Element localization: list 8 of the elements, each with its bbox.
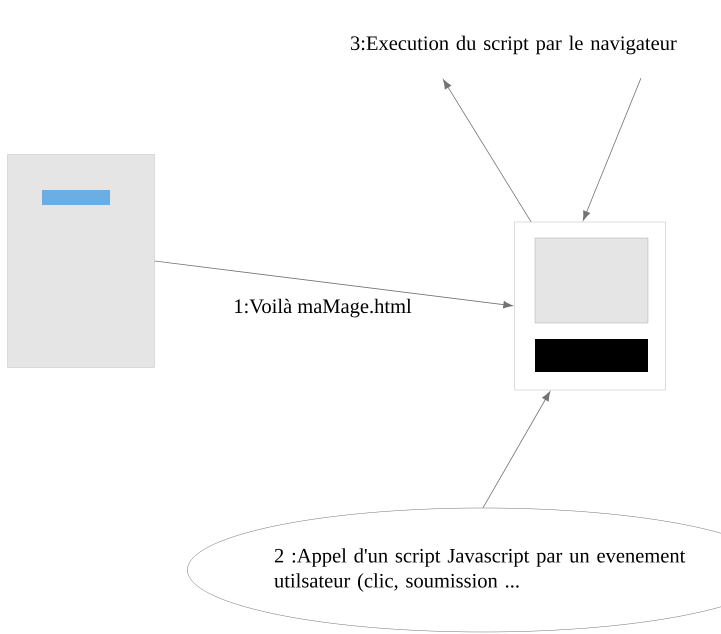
arrow	[154, 260, 514, 308]
step-text: 3:Execution du script par le navigateur	[351, 36, 677, 54]
arrow	[582, 78, 642, 221]
edge-label: 1:Voilà maMage.html	[235, 298, 412, 318]
server-drawing	[7, 154, 155, 368]
arrow	[482, 391, 550, 508]
browser-drawing	[514, 222, 666, 390]
arrow	[442, 79, 532, 222]
